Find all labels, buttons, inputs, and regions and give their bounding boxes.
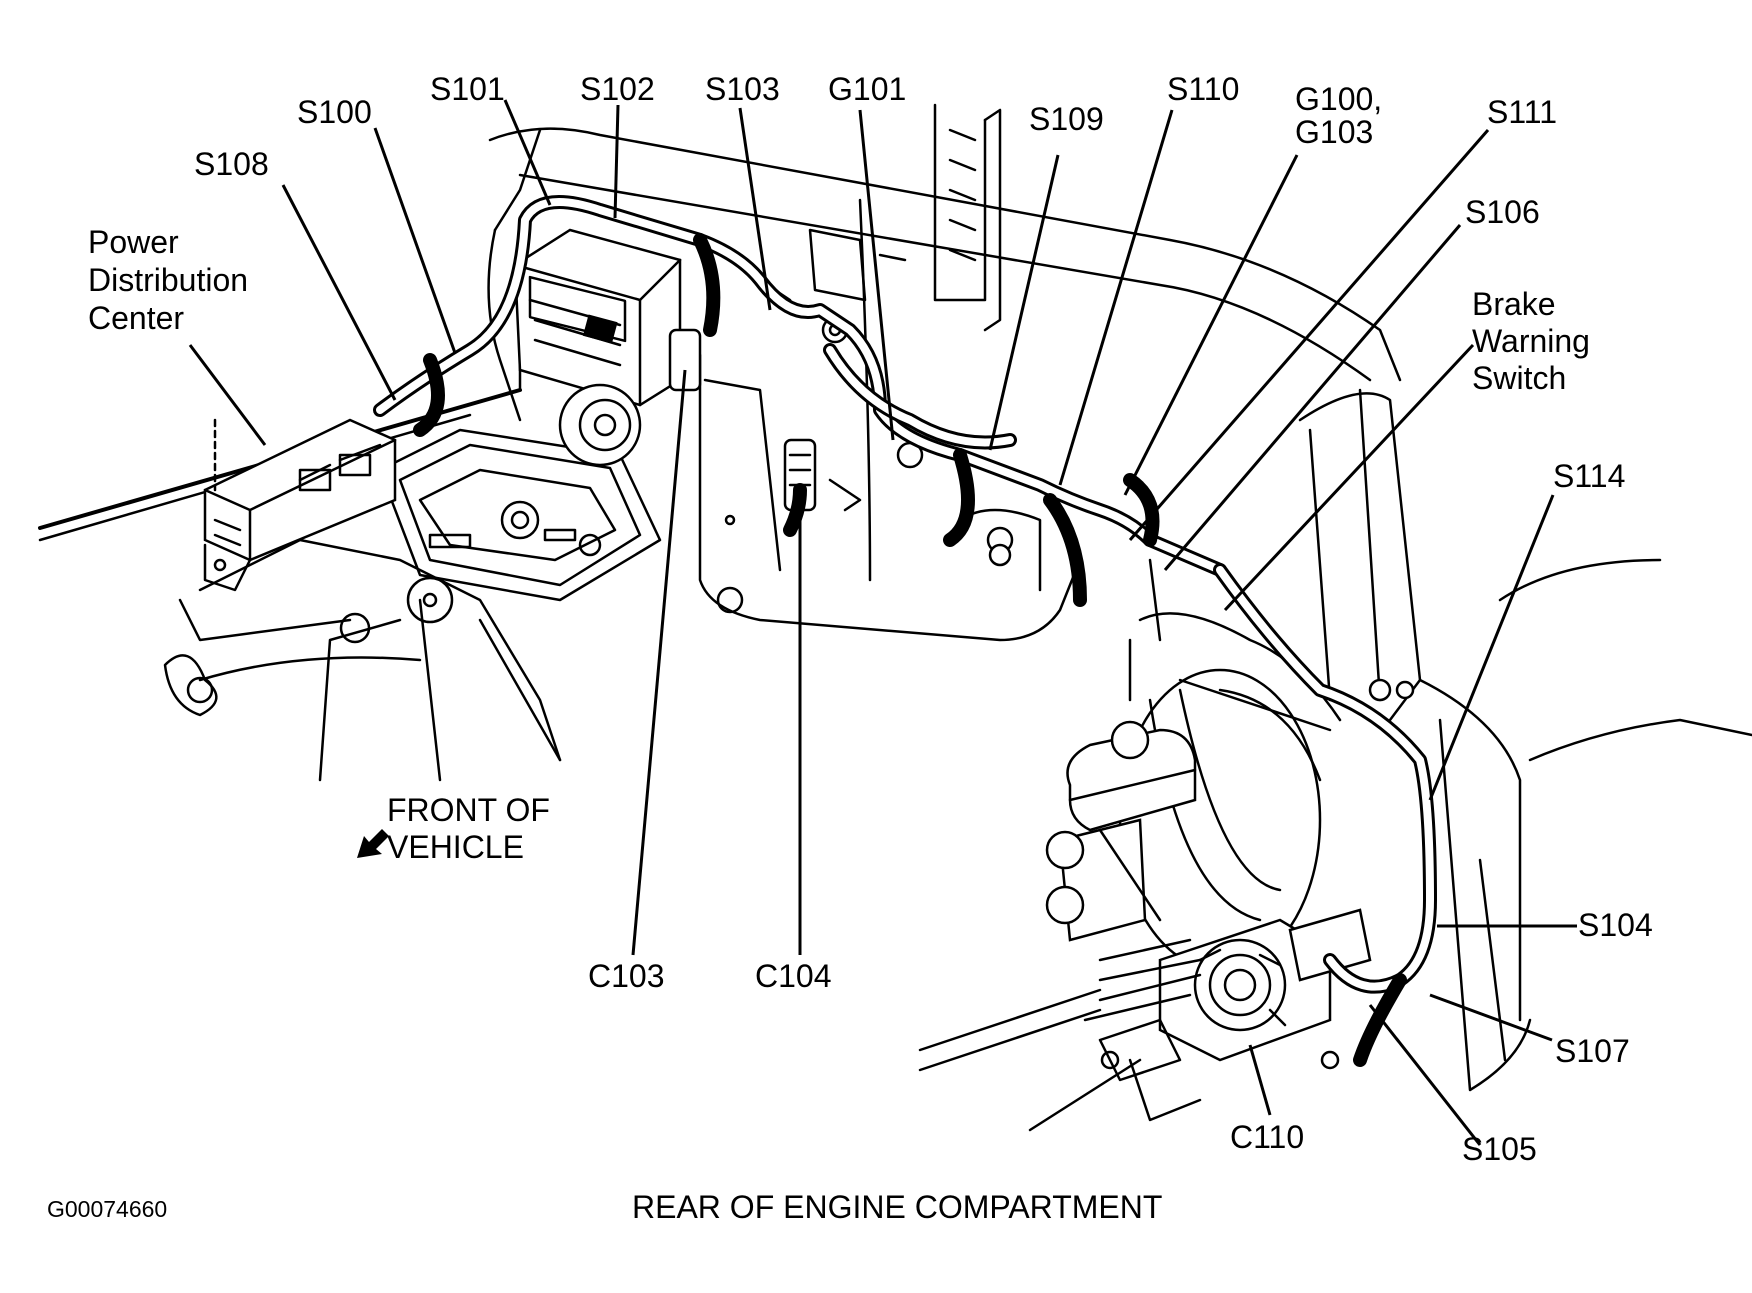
leader-s103 bbox=[738, 107, 772, 311]
front-of-vehicle-line1: FRONT OF bbox=[387, 792, 550, 828]
leader-s101 bbox=[503, 99, 552, 206]
engine-compartment-drawing bbox=[38, 103, 1752, 1092]
label-s102: S102 bbox=[580, 71, 655, 107]
leader-c103 bbox=[631, 369, 687, 956]
label-brake-line1: Brake bbox=[1472, 286, 1556, 322]
leader-c110 bbox=[1248, 1044, 1272, 1116]
label-pdc-line2: Distribution bbox=[88, 262, 248, 298]
leader-s102 bbox=[613, 104, 620, 219]
leader-lines bbox=[188, 99, 1577, 1146]
label-brake-line2: Warning bbox=[1472, 323, 1590, 359]
leader-s110 bbox=[1058, 109, 1174, 486]
leader-brake-warning-switch bbox=[1223, 343, 1475, 612]
brake-booster-drawing bbox=[1118, 668, 1332, 972]
leader-s109 bbox=[988, 154, 1060, 451]
leader-power-distribution-center bbox=[188, 344, 267, 446]
label-s105: S105 bbox=[1462, 1131, 1537, 1167]
label-s114: S114 bbox=[1553, 458, 1625, 494]
label-pdc-line1: Power bbox=[88, 224, 179, 260]
leader-s106 bbox=[1163, 224, 1462, 571]
label-g100-line2: G103 bbox=[1295, 114, 1373, 150]
master-cylinder-drawing bbox=[1045, 720, 1197, 942]
abs-unit-drawing bbox=[918, 908, 1372, 1132]
label-s101: S101 bbox=[430, 71, 505, 107]
diagram-id: G00074660 bbox=[47, 1196, 167, 1222]
components-drawing bbox=[203, 228, 1415, 1132]
leader-s100 bbox=[373, 127, 457, 354]
diagram-title: REAR OF ENGINE COMPARTMENT bbox=[632, 1189, 1162, 1225]
label-s108: S108 bbox=[194, 146, 269, 182]
label-c103: C103 bbox=[588, 958, 665, 994]
arrow-down-left-icon bbox=[357, 829, 389, 858]
label-s107: S107 bbox=[1555, 1033, 1630, 1069]
label-s111: S111 bbox=[1487, 94, 1557, 130]
leader-s114 bbox=[1428, 494, 1555, 801]
label-pdc-line3: Center bbox=[88, 300, 184, 336]
label-s103: S103 bbox=[705, 71, 780, 107]
leader-g101 bbox=[858, 109, 895, 441]
label-s109: S109 bbox=[1029, 101, 1104, 137]
leader-s107 bbox=[1429, 993, 1553, 1042]
label-c110: C110 bbox=[1230, 1119, 1304, 1155]
front-of-vehicle-line2: VEHICLE bbox=[387, 829, 524, 865]
wiring-harness-drawing bbox=[373, 195, 1437, 1067]
controller-module-drawing bbox=[513, 228, 682, 467]
label-s106: S106 bbox=[1465, 194, 1540, 230]
connector-c103-drawing bbox=[668, 328, 702, 392]
label-g100-line1: G100, bbox=[1295, 81, 1382, 117]
leader-s108 bbox=[281, 184, 397, 401]
label-s100: S100 bbox=[297, 94, 372, 130]
label-c104: C104 bbox=[755, 958, 832, 994]
label-s104: S104 bbox=[1578, 907, 1653, 943]
power-distribution-center-drawing bbox=[203, 418, 397, 592]
label-brake-line3: Switch bbox=[1472, 360, 1566, 396]
leader-s111 bbox=[1128, 129, 1490, 541]
leader-g100 bbox=[1123, 154, 1299, 496]
leader-s105 bbox=[1368, 1004, 1482, 1146]
callout-labels: S101 S102 S103 G101 S110 G100, G103 S100… bbox=[47, 71, 1653, 1225]
label-g101: G101 bbox=[828, 71, 906, 107]
label-s110: S110 bbox=[1167, 71, 1239, 107]
